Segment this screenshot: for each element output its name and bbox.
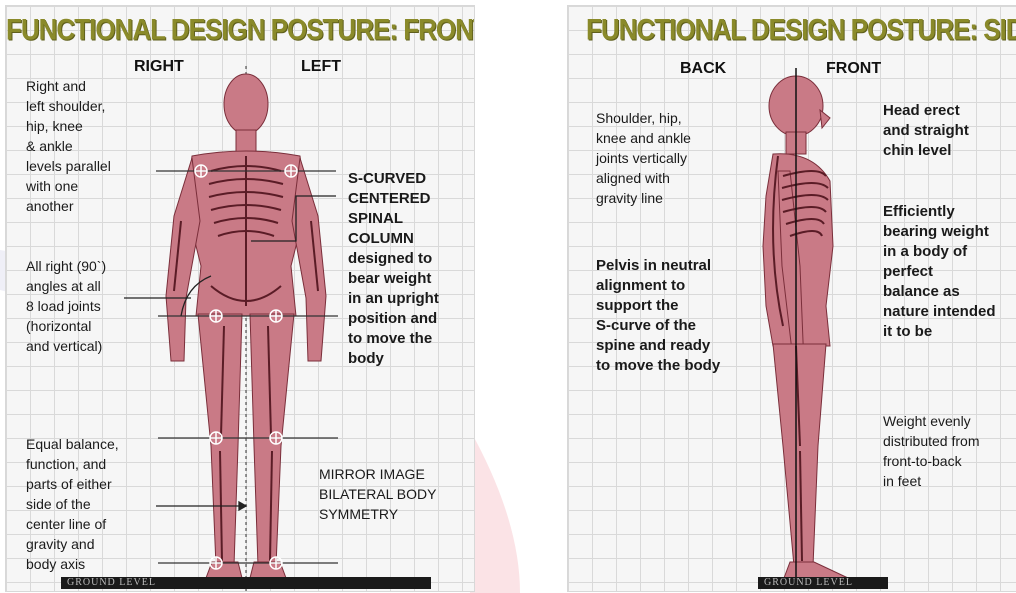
- side-text-weight-distribution: Weight evenly distributed from front-to-…: [883, 411, 979, 491]
- side-text-head-erect: Head erect and straight chin level: [883, 101, 969, 161]
- side-front-label: FRONT: [826, 60, 881, 78]
- front-text-equal-balance: Equal balance, function, and parts of ei…: [26, 434, 119, 574]
- front-right-label: RIGHT: [134, 58, 184, 76]
- side-back-label: BACK: [680, 60, 726, 78]
- front-text-shoulder-levels: Right and left shoulder, hip, knee & ank…: [26, 76, 111, 216]
- side-text-joint-alignment: Shoulder, hip, knee and ankle joints ver…: [596, 108, 691, 208]
- front-left-label: LEFT: [301, 58, 341, 76]
- side-ground-level-bar: GROUND LEVEL: [758, 577, 888, 589]
- side-text-bearing-weight: Efficiently bearing weight in a body of …: [883, 202, 996, 342]
- side-text-pelvis-alignment: Pelvis in neutral alignment to support t…: [596, 256, 720, 376]
- side-view-panel: FUNCTIONAL DESIGN POSTURE: SIDE VIEW B: [567, 5, 1016, 592]
- front-text-right-angles: All right (90`) angles at all 8 load joi…: [26, 256, 106, 356]
- front-text-spinal-column: S-CURVED CENTERED SPINAL COLUMN designed…: [348, 169, 439, 369]
- front-text-mirror-symmetry: MIRROR IMAGE BILATERAL BODY SYMMETRY: [319, 464, 436, 524]
- front-view-panel: FUNCTIONAL DESIGN POSTURE: FRONT VIEW: [5, 5, 475, 592]
- front-ground-level-bar: GROUND LEVEL: [61, 577, 431, 589]
